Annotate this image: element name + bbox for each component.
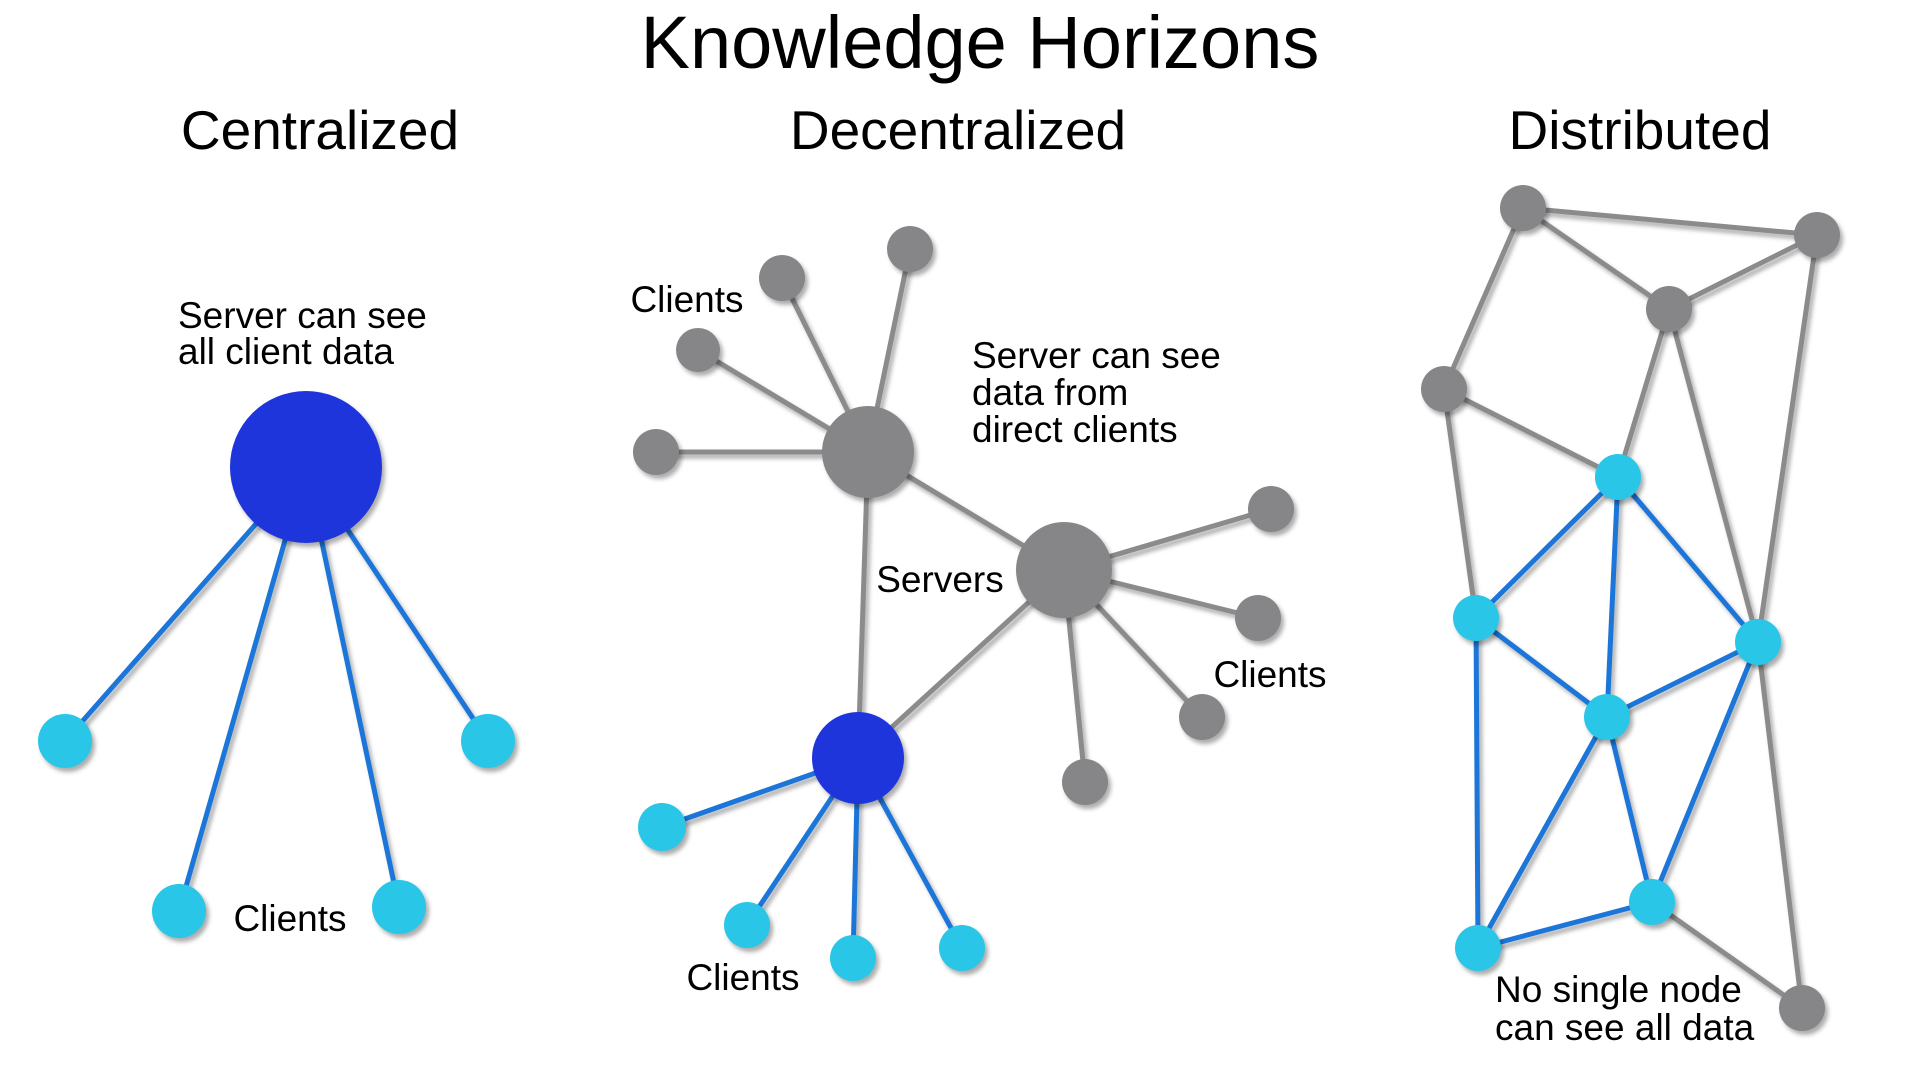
graph-node-node-f xyxy=(1595,454,1641,500)
graph-node-sat-5 xyxy=(1248,486,1294,532)
graph-node-client-4 xyxy=(461,714,515,768)
graph-node-sat-4 xyxy=(633,429,679,475)
label-clients-decentralized-top: Clients xyxy=(630,279,744,320)
heading-distributed: Distributed xyxy=(1508,99,1772,161)
heading-centralized: Centralized xyxy=(180,99,460,161)
graph-node-node-g xyxy=(1453,595,1499,641)
graph-node-client-1 xyxy=(38,714,92,768)
graph-node-csat-3 xyxy=(830,935,876,981)
graph-edge-node-d-node-g xyxy=(1441,386,1479,621)
label-clients-decentralized-right: Clients xyxy=(1213,654,1327,695)
graph-edge-node-f-node-g xyxy=(1473,474,1621,621)
page-title: Knowledge Horizons xyxy=(640,1,1320,84)
graph-edge-node-j-node-k xyxy=(1475,899,1655,951)
graph-node-node-a xyxy=(1500,185,1546,231)
graph-node-node-i xyxy=(1584,694,1630,740)
graph-node-sat-6 xyxy=(1235,595,1281,641)
graph-node-csat-4 xyxy=(939,925,985,971)
graph-node-client-2 xyxy=(152,884,206,938)
graph-edge-node-c-node-f xyxy=(1615,306,1672,480)
graph-node-sat-8 xyxy=(1062,759,1108,805)
graph-node-sat-1 xyxy=(759,255,805,301)
annotation-line: direct clients xyxy=(972,409,1178,450)
distributed-graph xyxy=(1421,185,1840,1031)
graph-edge-node-d-node-f xyxy=(1441,386,1621,480)
graph-node-node-d xyxy=(1421,366,1467,412)
graph-edge-node-e-node-j xyxy=(1649,899,1805,1011)
graph-edge-node-b-node-c xyxy=(1666,232,1820,312)
annotation-line: Server can see xyxy=(178,295,427,336)
graph-edge-node-f-node-h xyxy=(1615,474,1761,645)
annotation-line: all client data xyxy=(178,331,394,372)
graph-node-node-j xyxy=(1629,879,1675,925)
graph-node-node-e xyxy=(1779,985,1825,1031)
graph-edge-server-client-2 xyxy=(176,464,309,914)
graph-edge-node-i-node-k xyxy=(1475,714,1610,951)
annotation-line: can see all data xyxy=(1495,1007,1755,1048)
centralized-graph xyxy=(38,391,515,938)
annotation-line: data from xyxy=(972,372,1129,413)
graph-edge-hub-1-blue-hub xyxy=(855,449,871,761)
label-servers: Servers xyxy=(876,559,1004,600)
graph-edge-node-i-node-j xyxy=(1604,714,1655,905)
annotation-distributed: No single node can see all data xyxy=(1495,971,1754,1047)
graph-edge-node-e-node-h xyxy=(1755,639,1805,1011)
graph-edge-node-h-node-i xyxy=(1604,639,1761,720)
graph-node-hub-1 xyxy=(822,406,914,498)
heading-decentralized: Decentralized xyxy=(789,99,1127,161)
graph-edge-node-h-node-j xyxy=(1649,639,1761,905)
graph-node-sat-2 xyxy=(887,226,933,272)
graph-edge-node-g-node-i xyxy=(1473,615,1610,720)
graph-edge-node-b-node-h xyxy=(1755,232,1820,645)
label-clients-centralized: Clients xyxy=(233,898,347,939)
graph-edge-node-a-node-d xyxy=(1441,205,1526,392)
label-clients-decentralized-bottom: Clients xyxy=(686,957,800,998)
graph-node-node-k xyxy=(1455,925,1501,971)
graph-node-sat-3 xyxy=(676,328,720,372)
graph-node-node-b xyxy=(1794,212,1840,258)
graph-node-csat-1 xyxy=(638,803,686,851)
decentralized-graph xyxy=(633,226,1294,981)
graph-node-server xyxy=(230,391,382,543)
annotation-decentralized: Server can see data from direct clients xyxy=(972,337,1221,448)
graph-node-sat-7 xyxy=(1179,694,1225,740)
graph-node-client-3 xyxy=(372,880,426,934)
annotation-centralized: Server can see all client data xyxy=(178,295,427,372)
graph-edge-node-a-node-c xyxy=(1520,205,1672,312)
graph-node-hub-2 xyxy=(1016,522,1112,618)
graph-node-node-h xyxy=(1735,619,1781,665)
graph-edge-node-a-node-b xyxy=(1520,205,1820,238)
graph-edge-node-g-node-k xyxy=(1473,615,1481,951)
graph-node-csat-2 xyxy=(724,902,770,948)
graph-node-node-c xyxy=(1646,286,1692,332)
graph-node-blue-hub xyxy=(812,712,904,804)
graph-edge-node-f-node-i xyxy=(1604,474,1621,720)
annotation-line: Server can see xyxy=(972,335,1221,376)
graph-edge-node-c-node-h xyxy=(1666,306,1761,645)
annotation-line: No single node xyxy=(1495,969,1742,1010)
